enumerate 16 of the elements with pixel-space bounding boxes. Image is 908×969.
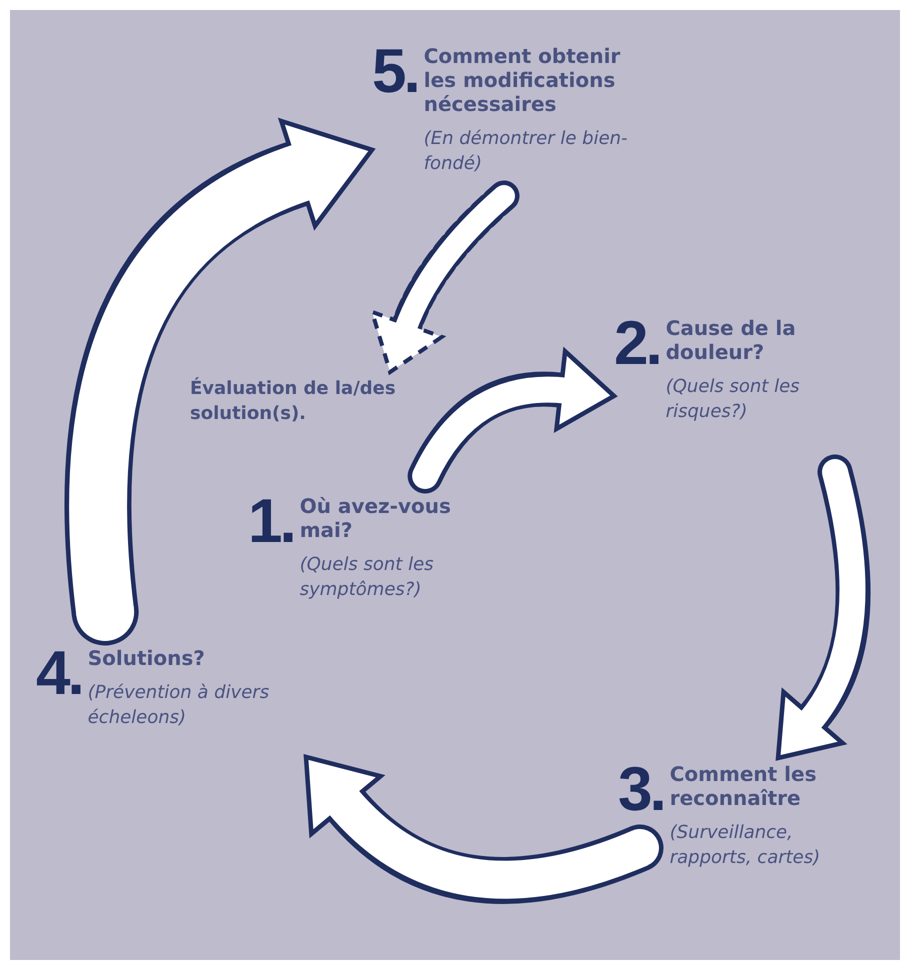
step-number: 3.: [618, 762, 664, 818]
step-note: (En démontrer le bien-fondé): [424, 127, 629, 176]
step-note: (Surveillance, rapports, cartes): [670, 821, 822, 870]
step-heading: Comment les reconnaître: [670, 762, 818, 810]
step-heading: Comment obtenir les modifications nécessaires: [424, 44, 622, 116]
step-number: 4.: [36, 646, 82, 702]
step-note: (Quels sont les symptômes?): [300, 553, 435, 602]
step-label: Évaluation de la/des solution(s).: [190, 376, 397, 426]
step-number: 1.: [248, 494, 294, 550]
step-number: 5.: [372, 44, 418, 100]
step-heading: Cause de la douleur?: [666, 316, 797, 364]
step-heading: Où avez-vous mai?: [300, 494, 452, 542]
step-number: 2.: [614, 316, 660, 372]
step-note: (Quels sont les risques?): [666, 375, 801, 424]
step-heading: Solutions?: [88, 646, 206, 670]
step-note: (Prévention à divers écheleons): [88, 681, 270, 730]
